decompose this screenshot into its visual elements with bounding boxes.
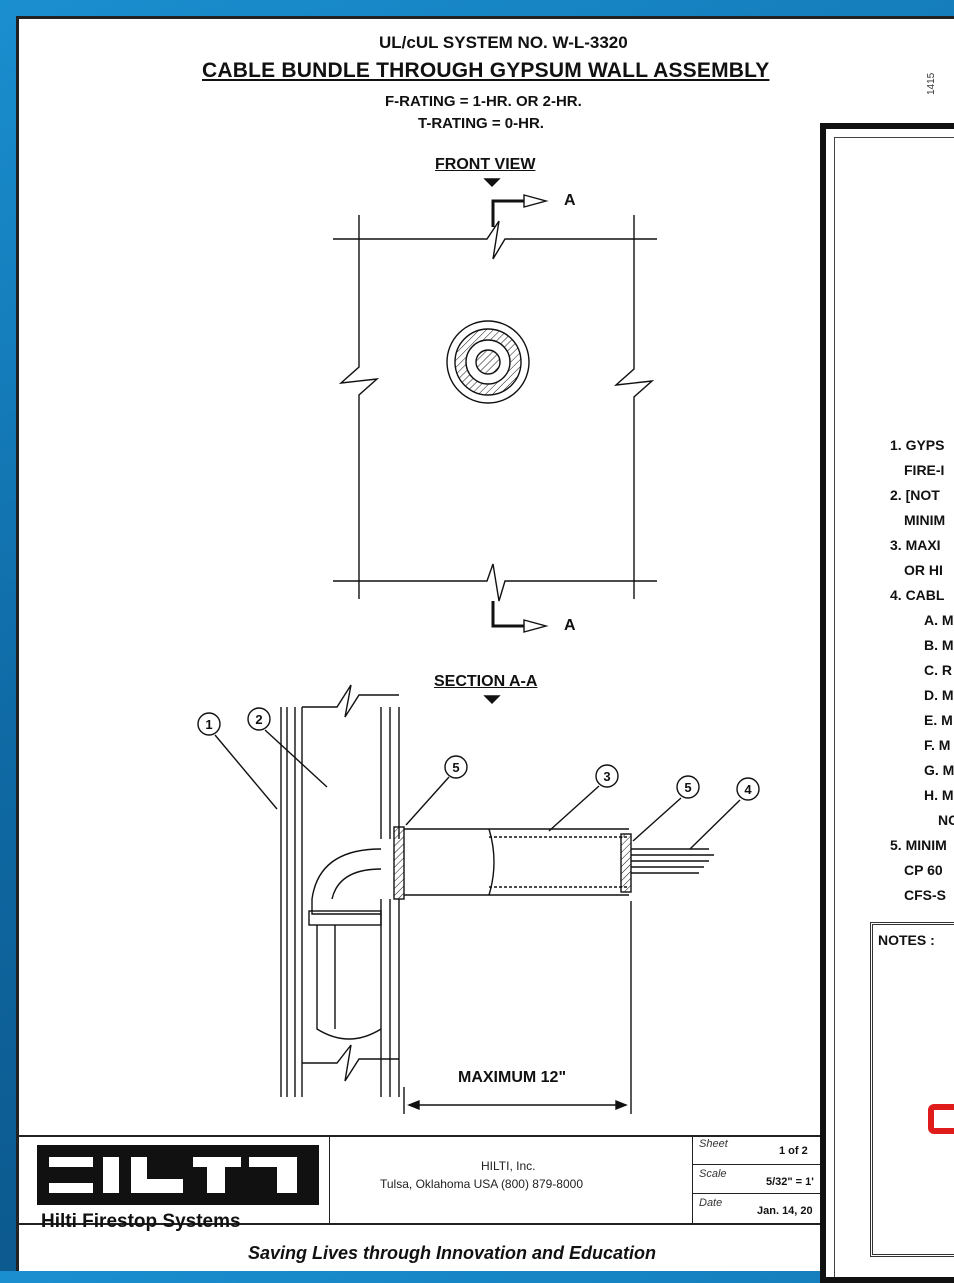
title-block-top-line bbox=[19, 1135, 954, 1137]
section-mark-top: A bbox=[564, 192, 576, 209]
technical-drawing: 1 2 5 3 5 4 bbox=[197, 178, 760, 1114]
list-item: G. M bbox=[924, 762, 954, 778]
list-item: OR HI bbox=[904, 562, 943, 578]
date-label: Date bbox=[699, 1197, 723, 1209]
list-item: H. M bbox=[924, 787, 954, 803]
notes-label: NOTES : bbox=[878, 932, 935, 948]
title-block-row-line bbox=[692, 1164, 842, 1165]
list-item: 1. GYPS bbox=[890, 437, 945, 453]
sheet-value: 1 of 2 bbox=[779, 1145, 808, 1157]
dimension-label: MAXIMUM 12" bbox=[458, 1069, 567, 1086]
list-item: C. R bbox=[924, 662, 952, 678]
title-block-bottom-line bbox=[19, 1223, 954, 1225]
notes-box bbox=[870, 922, 954, 1257]
vertical-code: 1415 bbox=[926, 72, 937, 95]
front-view-label: FRONT VIEW bbox=[435, 156, 536, 173]
list-item: A. M bbox=[924, 612, 954, 628]
list-item: D. M bbox=[924, 687, 954, 703]
scale-value: 5/32" = 1' bbox=[766, 1176, 814, 1188]
list-item: E. M bbox=[924, 712, 953, 728]
date-value: Jan. 14, 20 bbox=[757, 1205, 813, 1217]
second-sheet: 1. GYPS FIRE-I 2. [NOT MINIM 3. MAXI OR HI 4. … bbox=[820, 123, 954, 1283]
highlight-marker bbox=[928, 1104, 954, 1134]
list-item: FIRE-I bbox=[904, 462, 945, 478]
list-item: MINIM bbox=[904, 512, 946, 528]
hilti-logo bbox=[37, 1145, 319, 1205]
company-address: Tulsa, Oklahoma USA (800) 879-8000 bbox=[380, 1177, 583, 1191]
list-item: CFS-S bbox=[904, 887, 946, 903]
callout-5a: 5 bbox=[452, 760, 459, 775]
callout-2: 2 bbox=[255, 712, 262, 727]
second-sheet-border bbox=[834, 137, 954, 1277]
section-view-label: SECTION A-A bbox=[434, 673, 538, 690]
sheet-label: Sheet bbox=[699, 1138, 728, 1150]
logo-subtitle: Hilti Firestop Systems bbox=[41, 1211, 241, 1232]
drawing-title: CABLE BUNDLE THROUGH GYPSUM WALL ASSEMBL… bbox=[202, 59, 770, 82]
scale-label: Scale bbox=[699, 1168, 727, 1180]
t-rating: T-RATING = 0-HR. bbox=[418, 115, 544, 132]
callout-3: 3 bbox=[603, 769, 610, 784]
list-item: NC bbox=[938, 812, 954, 828]
list-item: B. M bbox=[924, 637, 954, 653]
callout-5b: 5 bbox=[684, 780, 691, 795]
f-rating: F-RATING = 1-HR. OR 2-HR. bbox=[385, 93, 582, 110]
title-block-divider bbox=[329, 1135, 330, 1223]
list-item: 4. CABL bbox=[890, 587, 945, 603]
list-item: 5. MINIM bbox=[890, 837, 947, 853]
slogan: Saving Lives through Innovation and Educ… bbox=[248, 1243, 657, 1263]
list-item: 2. [NOT bbox=[890, 487, 940, 503]
callout-1: 1 bbox=[205, 717, 212, 732]
list-item: CP 60 bbox=[904, 862, 943, 878]
list-item: F. M bbox=[924, 737, 951, 753]
callout-4: 4 bbox=[744, 782, 752, 797]
section-mark-bottom: A bbox=[564, 617, 576, 634]
hilti-logo-mark bbox=[49, 1157, 297, 1193]
drawing-sheet: UL/cUL SYSTEM NO. W-L-3320 CABLE BUNDLE … bbox=[16, 16, 954, 1271]
system-number: UL/cUL SYSTEM NO. W-L-3320 bbox=[379, 33, 628, 52]
company-name: HILTI, Inc. bbox=[481, 1159, 536, 1173]
list-item: 3. MAXI bbox=[890, 537, 941, 553]
title-block-divider bbox=[692, 1135, 693, 1223]
title-block-row-line bbox=[692, 1193, 842, 1194]
